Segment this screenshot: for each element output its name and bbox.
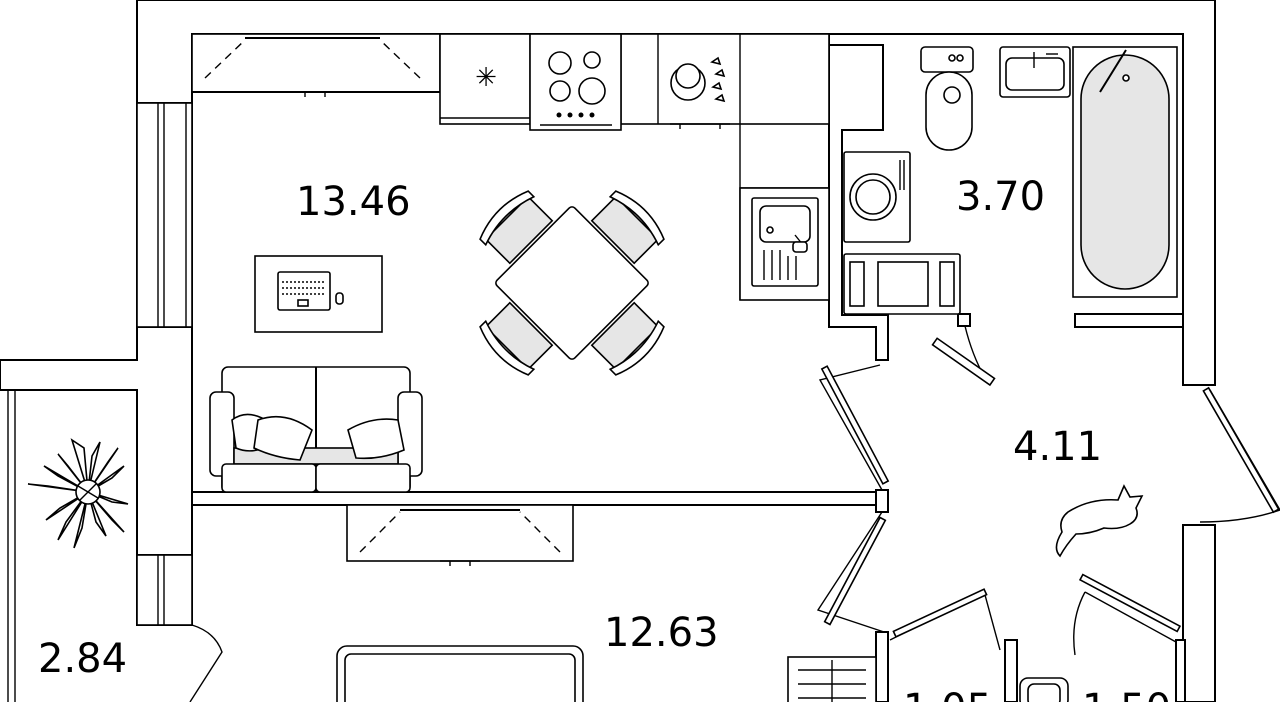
living-area-label: 13.46 xyxy=(296,179,411,225)
sofa-icon xyxy=(209,366,423,493)
bathtub-icon xyxy=(1072,46,1178,298)
storage-area-label: 1.05 xyxy=(903,686,992,702)
kitchen-hood-upper xyxy=(191,33,441,97)
washing-machine-icon xyxy=(843,151,911,243)
bathroom-cabinet-icon xyxy=(843,253,961,315)
toilet-icon xyxy=(920,46,974,151)
storage-shelves-icon xyxy=(787,656,877,702)
washbasin-icon xyxy=(999,46,1071,98)
window-left-upper xyxy=(136,102,193,328)
doors xyxy=(816,325,1280,656)
bedroom-area-label: 12.63 xyxy=(604,610,719,656)
dining-set-icon xyxy=(479,190,665,376)
bathroom-area-label: 3.70 xyxy=(956,174,1045,220)
bedroom-window-unit xyxy=(346,504,574,566)
stove-icon xyxy=(529,33,622,131)
dishwasher-icon xyxy=(670,56,726,103)
balcony-railing xyxy=(0,359,223,702)
wc-area-label: 1.50 xyxy=(1082,686,1171,702)
wc-toilet-icon xyxy=(1019,677,1069,702)
cat-icon xyxy=(1055,484,1144,558)
kitchen-sink-icon xyxy=(751,197,819,287)
plant-icon xyxy=(27,438,129,549)
balcony-area-label: 2.84 xyxy=(38,636,127,682)
freezer-icon: ✳ xyxy=(475,63,497,93)
svg-text:✳: ✳ xyxy=(475,63,497,93)
window-left-lower xyxy=(136,554,193,626)
hallway-area-label: 4.11 xyxy=(1013,424,1102,470)
bed-icon xyxy=(336,645,584,702)
desk-laptop-icon xyxy=(254,255,383,333)
